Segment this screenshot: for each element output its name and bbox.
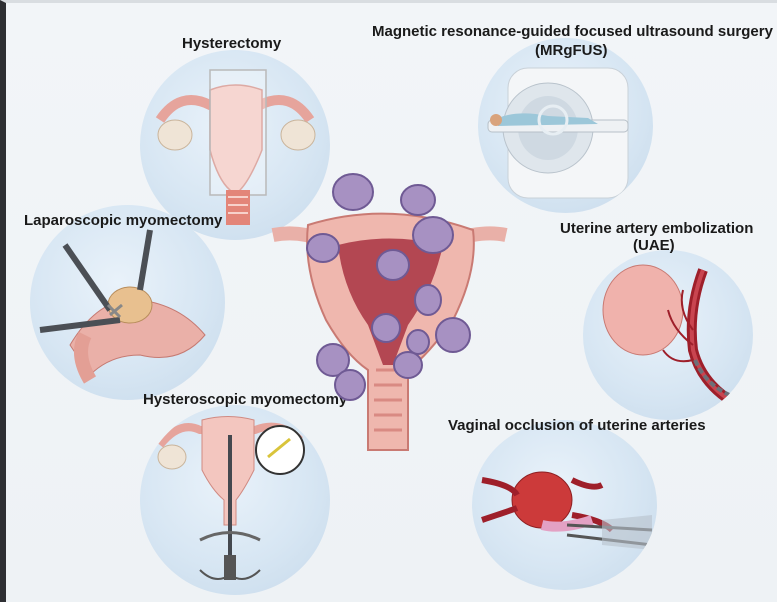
hysterectomy-label: Hysterectomy (182, 35, 281, 52)
uterus-with-fibroids-illustration (268, 170, 508, 460)
uae-label-line2: (UAE) (633, 237, 675, 254)
mrgfus-label-line2: (MRgFUS) (535, 42, 607, 59)
uae-label-line1: Uterine artery embolization (560, 220, 753, 237)
laparoscopic-illustration (30, 205, 225, 400)
uae-illustration (583, 250, 753, 420)
laparoscopic-label: Laparoscopic myomectomy (24, 212, 222, 229)
uae-panel (583, 250, 753, 420)
mrgfus-label-line1: Magnetic resonance-guided focused ultras… (372, 23, 773, 40)
laparoscopic-panel (30, 205, 225, 400)
central-uterus (268, 170, 508, 460)
